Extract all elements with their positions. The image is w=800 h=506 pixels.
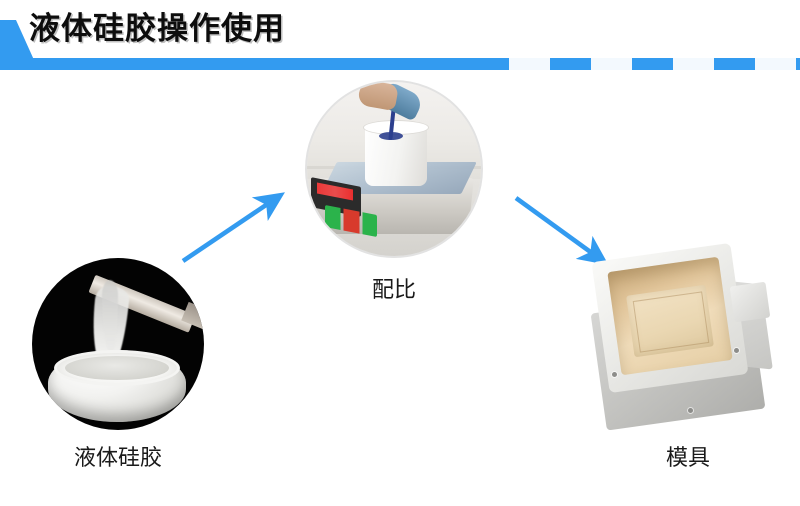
pigment-pool-shape bbox=[379, 132, 403, 140]
mold-screw-icon bbox=[688, 408, 693, 413]
mold-corner-tab-shape bbox=[729, 281, 771, 323]
photo-liquid-silicone bbox=[32, 258, 204, 430]
caption-ratio: 配比 bbox=[371, 278, 416, 303]
arrow-silicone-to-ratio bbox=[181, 192, 285, 263]
mold-screw-icon bbox=[734, 348, 739, 353]
mold-screw-icon bbox=[612, 372, 617, 377]
header-bar-dashed bbox=[468, 58, 800, 70]
page-title: 液体硅胶操作使用 bbox=[29, 11, 285, 47]
container-inner-shape bbox=[65, 356, 169, 380]
page-header: 液体硅胶操作使用 bbox=[0, 0, 800, 76]
caption-mold: 模具 bbox=[665, 446, 710, 471]
caption-liquid-silicone: 液体硅胶 bbox=[73, 446, 162, 471]
photo-mold bbox=[590, 242, 780, 431]
photo-ratio-weighing bbox=[305, 80, 483, 258]
silicone-flow-highlight bbox=[102, 280, 118, 354]
mold-cavity-bevel-shape bbox=[632, 291, 710, 353]
header-bar-solid bbox=[0, 58, 470, 70]
